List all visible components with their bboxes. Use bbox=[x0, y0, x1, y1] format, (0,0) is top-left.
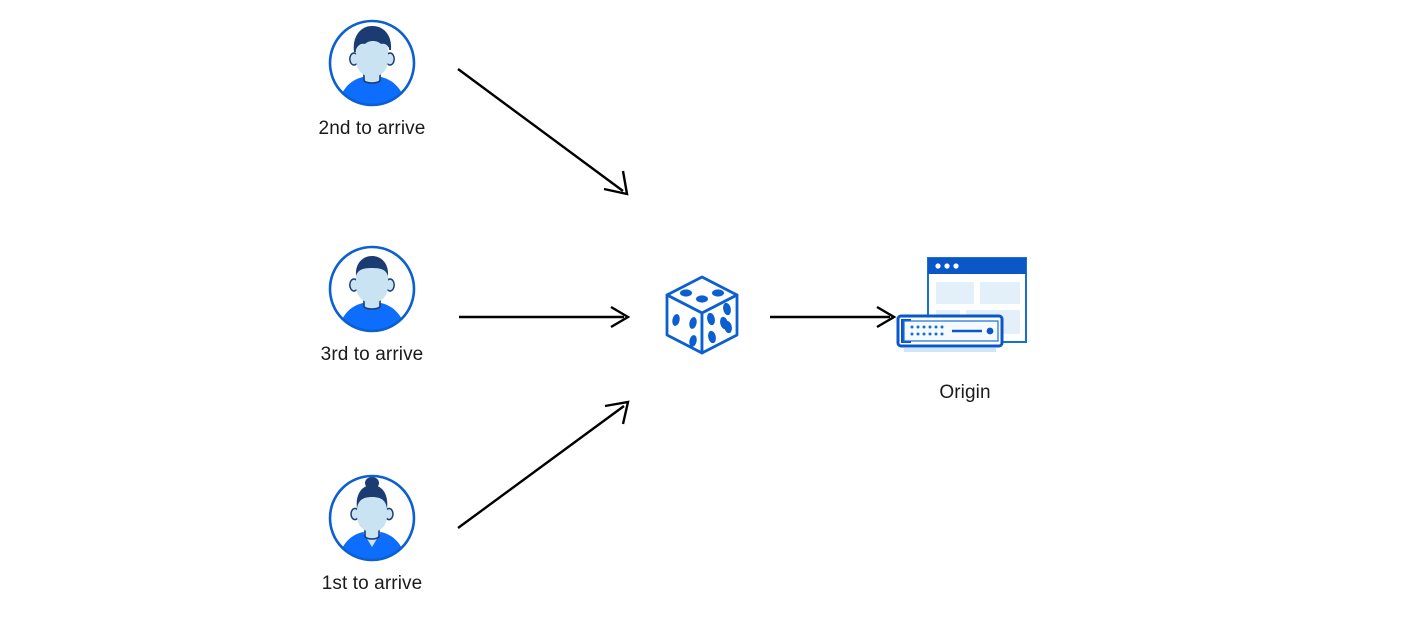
node-user-3rd[interactable]: 3rd to arrive bbox=[297, 244, 447, 366]
arrow-dice-to-origin bbox=[770, 305, 897, 329]
user-avatar-icon bbox=[327, 244, 417, 334]
node-user-1st[interactable]: 1st to arrive bbox=[297, 473, 447, 595]
origin-server-browser-icon bbox=[890, 252, 1040, 372]
node-origin[interactable]: Origin bbox=[890, 252, 1040, 404]
node-user-2nd[interactable]: 2nd to arrive bbox=[297, 18, 447, 140]
node-label-origin: Origin bbox=[939, 382, 991, 403]
server-device-icon bbox=[896, 314, 1004, 352]
dice-icon bbox=[652, 265, 752, 365]
arrow-2nd-to-dice bbox=[457, 68, 629, 196]
arrow-1st-to-dice bbox=[457, 400, 630, 529]
node-dice[interactable] bbox=[652, 265, 752, 365]
node-label-user-3rd: 3rd to arrive bbox=[320, 344, 424, 365]
node-label-user-2nd: 2nd to arrive bbox=[318, 118, 426, 139]
user-avatar-icon bbox=[327, 18, 417, 108]
arrow-3rd-to-dice bbox=[459, 305, 631, 329]
node-label-user-1st: 1st to arrive bbox=[321, 573, 423, 594]
user-avatar-icon bbox=[327, 473, 417, 563]
